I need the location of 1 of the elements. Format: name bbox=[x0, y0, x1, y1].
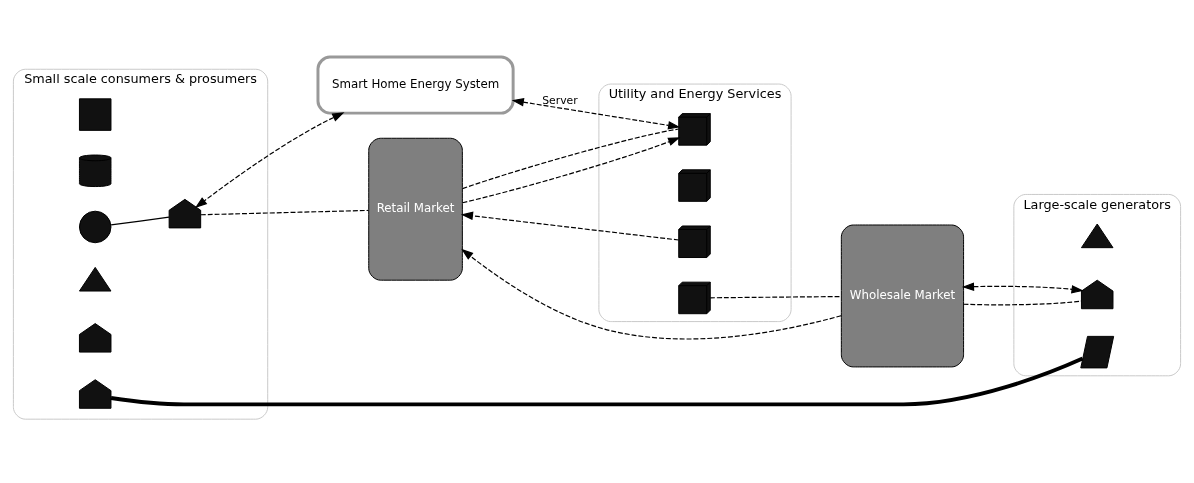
edge-label: Server bbox=[542, 93, 578, 107]
